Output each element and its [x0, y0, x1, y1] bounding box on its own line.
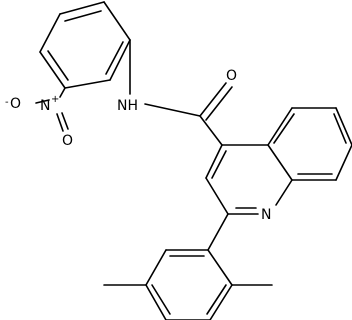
nitro-group [35, 87, 69, 132]
quinoline-nitrogen-label: N [261, 207, 271, 223]
nitro-oxygen-minus-label: O [10, 96, 21, 112]
nitro-oxygen-label: O [62, 133, 73, 149]
nitro-oxygen-charge: - [5, 97, 9, 108]
quinoline-pyridine-ring [205, 144, 293, 215]
nitrophenyl-ring [39, 1, 131, 89]
carbonyl-oxygen-label: O [226, 68, 237, 84]
amide-nh-label: NH [117, 98, 138, 114]
nitro-nitrogen-charge: + [51, 94, 59, 105]
amide-linkage [129, 39, 233, 146]
quinoline-benzo-ring [267, 107, 352, 181]
nitro-nitrogen-label: N [40, 98, 50, 114]
dimethylphenyl-ring [103, 213, 273, 320]
